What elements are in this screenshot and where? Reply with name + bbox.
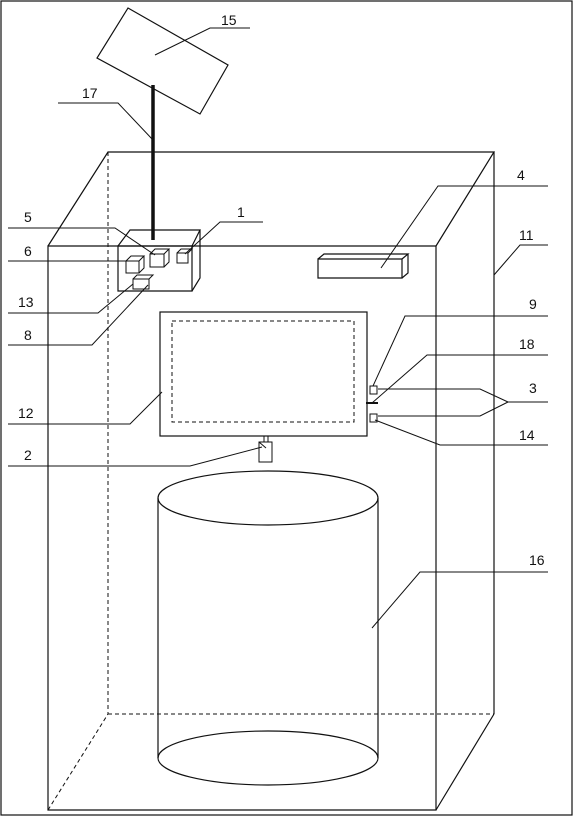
plate-inner-dashed (171, 320, 355, 423)
label-2: 2 (24, 447, 32, 463)
component-5-side (163, 249, 170, 268)
leader-lines (8, 27, 548, 629)
label-4: 4 (517, 167, 525, 183)
leader-9 (372, 315, 548, 387)
label-17: 17 (82, 85, 98, 101)
component-5 (149, 253, 165, 268)
labels: 15 17 5 1 6 13 8 4 11 9 18 3 14 12 2 16 (18, 12, 545, 568)
label-15: 15 (221, 12, 237, 28)
cylinder-bottom-ellipse (157, 730, 379, 786)
leader-3-bottom (378, 401, 509, 417)
sensor-group-3 (366, 385, 378, 423)
component-2-body (258, 441, 273, 463)
cylinder-top-ellipse (157, 470, 379, 526)
leader-4 (380, 185, 548, 269)
leader-15 (154, 27, 250, 56)
label-3: 3 (529, 380, 537, 396)
leader-2 (8, 446, 263, 467)
label-6: 6 (24, 243, 32, 259)
enclosure-11 (47, 151, 496, 811)
label-18: 18 (519, 336, 535, 352)
leader-16 (371, 571, 548, 629)
label-1: 1 (237, 204, 245, 220)
component-8-top (132, 274, 155, 280)
leader-11 (493, 244, 548, 276)
component-4 (317, 253, 410, 279)
plate-outer (159, 311, 368, 437)
leader-5 (8, 227, 156, 256)
label-9: 9 (529, 296, 537, 312)
label-5: 5 (24, 209, 32, 225)
enclosure-top-face (47, 151, 496, 247)
enclosure-hidden-bottom-left (47, 713, 109, 811)
component-6-top (125, 255, 146, 262)
label-14: 14 (519, 427, 535, 443)
component-1 (176, 252, 189, 264)
component-1-top (176, 248, 194, 254)
component-4-top (317, 253, 410, 260)
control-box-top (117, 229, 201, 247)
leader-12 (8, 391, 163, 425)
component-2 (258, 436, 273, 463)
leader-18 (371, 354, 548, 404)
label-11: 11 (519, 227, 534, 243)
solar-panel-15 (96, 7, 229, 115)
plate-12 (159, 311, 368, 437)
sensor-9 (369, 385, 378, 395)
component-2-mark (258, 441, 267, 449)
component-6-side (138, 256, 145, 274)
leader-17 (58, 102, 154, 141)
leader-3-top (378, 388, 509, 403)
leader-14 (374, 419, 548, 446)
label-8: 8 (24, 327, 32, 343)
component-4-side (401, 254, 409, 279)
component-8 (132, 278, 150, 290)
label-13: 13 (18, 294, 34, 310)
cylinder-16 (157, 470, 379, 786)
leader-1 (184, 221, 263, 255)
control-box (117, 229, 201, 292)
control-box-side (191, 230, 201, 292)
component-4-front (317, 258, 403, 279)
leader-8 (8, 284, 149, 346)
leader-13 (8, 283, 134, 314)
label-16: 16 (529, 552, 545, 568)
label-12: 12 (18, 405, 34, 421)
solar-panel-outline (96, 7, 229, 115)
sensor-14 (369, 413, 378, 423)
component-6 (125, 260, 140, 274)
enclosure-right-bottom-edge (435, 713, 495, 811)
component-5-top (149, 248, 171, 255)
